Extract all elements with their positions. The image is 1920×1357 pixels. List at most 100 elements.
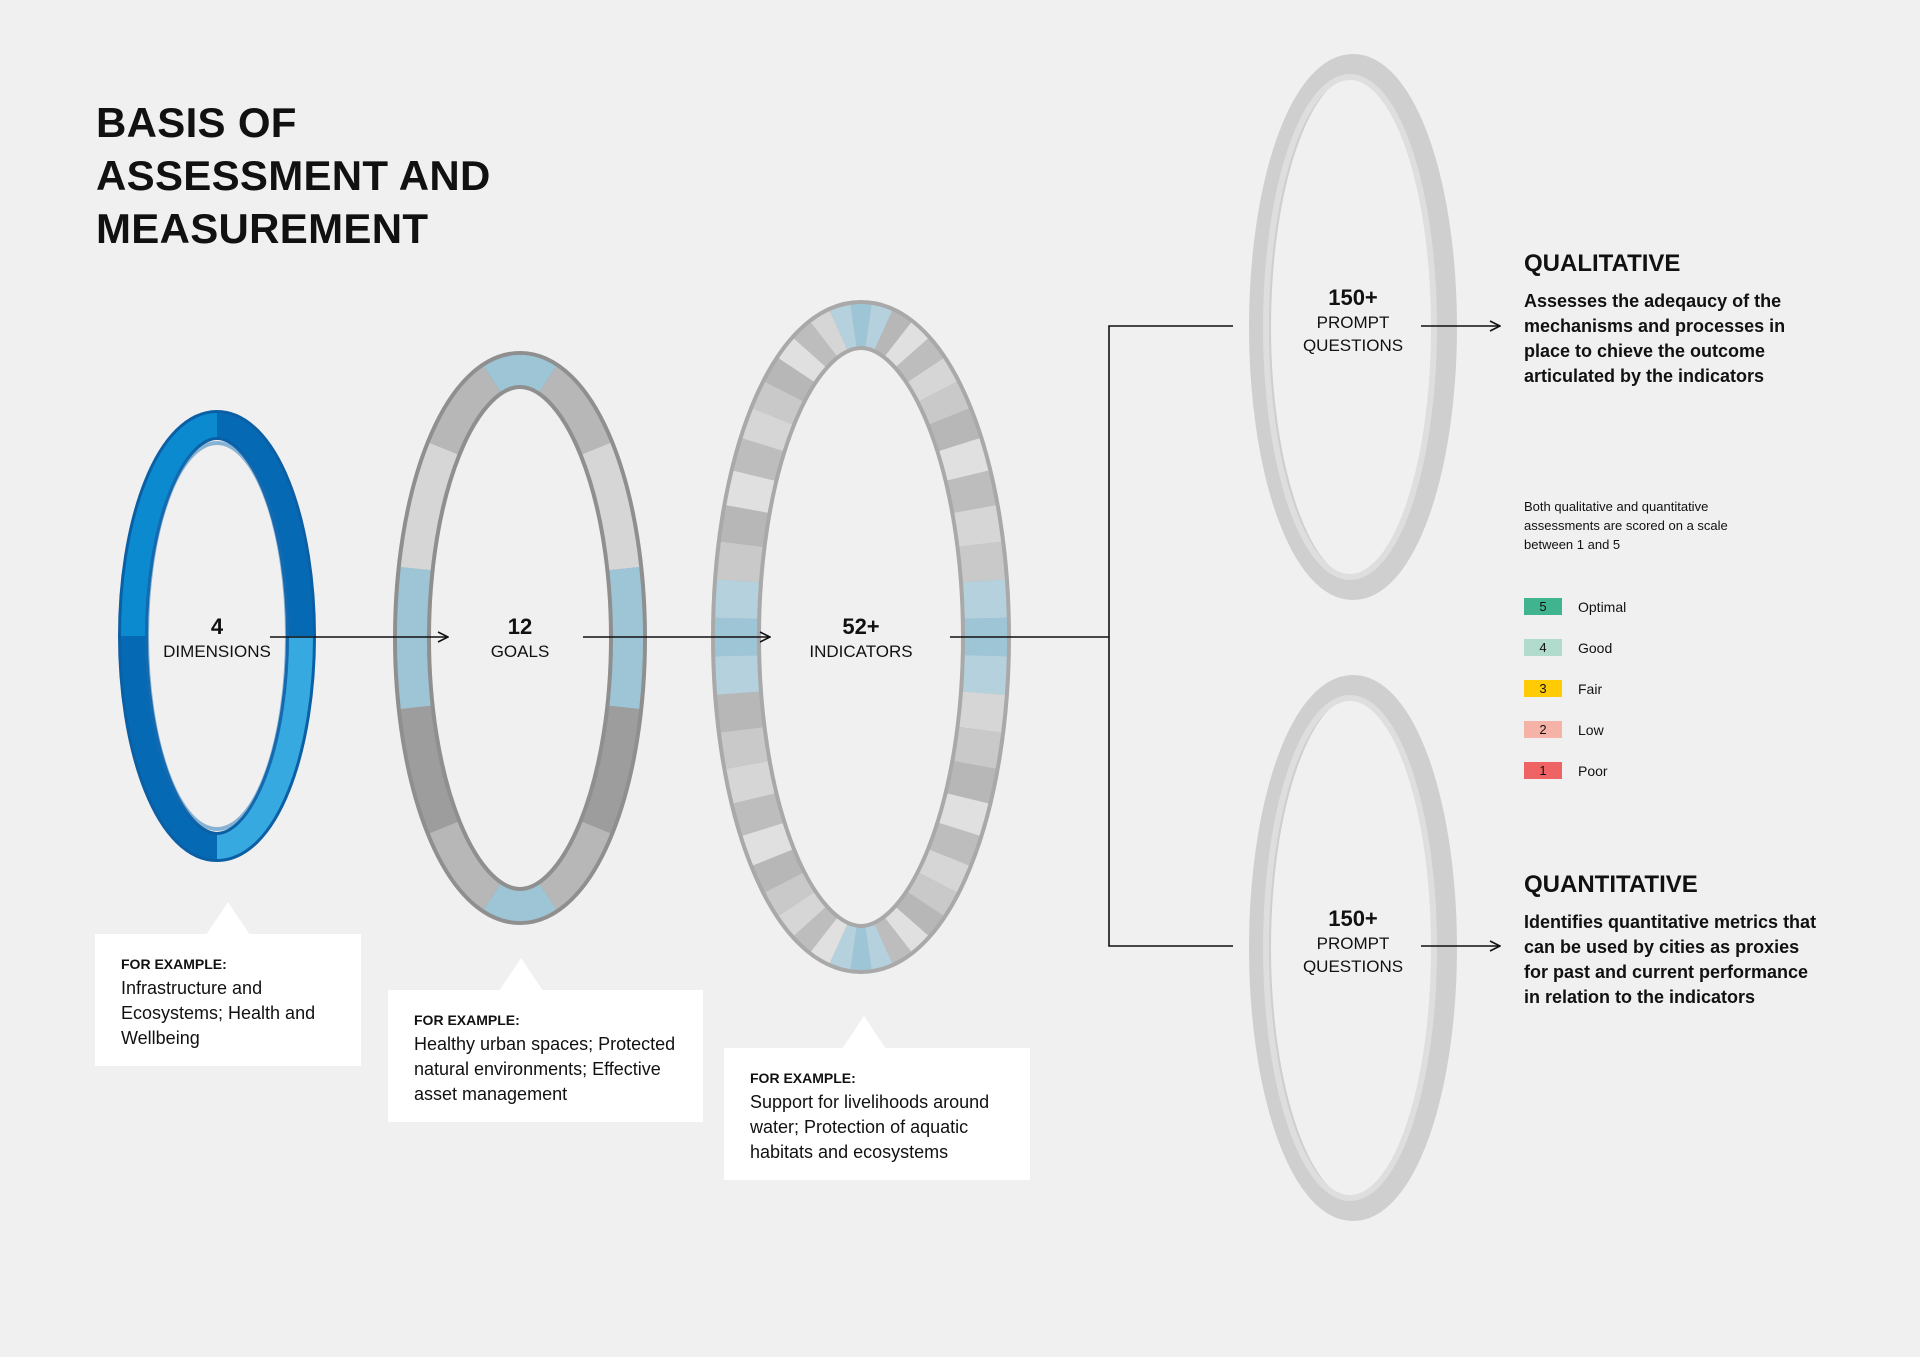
dimensions-label: 4 DIMENSIONS: [127, 614, 307, 663]
ring-indicators-segment: [938, 391, 949, 416]
ring-dimensions-segment: [133, 636, 217, 847]
quantitative-prompts-label: 150+ PROMPT QUESTIONS: [1263, 906, 1443, 978]
qualitative-prompts-caption: QUESTIONS: [1263, 334, 1443, 357]
callout-text-line: Healthy urban spaces; Protected: [414, 1032, 677, 1057]
qualitative-heading: QUALITATIVE: [1524, 249, 1844, 279]
qualitative-text-line: Assesses the adeqaucy of the: [1524, 289, 1844, 314]
ring-indicators-segment: [854, 325, 869, 326]
quantitative-text-line: in relation to the indicators: [1524, 985, 1844, 1010]
ring-indicators-segment: [980, 693, 984, 730]
ring-indicators-segment: [912, 353, 925, 371]
legend-label: Fair: [1578, 681, 1602, 697]
ring-indicators-segment: [968, 765, 975, 798]
callout-text-line: Support for livelihoods around: [750, 1090, 1004, 1115]
callout-text-line: habitats and ecosystems: [750, 1140, 1004, 1165]
ring-indicators-segment: [754, 445, 763, 476]
quantitative-prompts-count: 150+: [1263, 906, 1443, 932]
ring-indicators-segment: [824, 330, 839, 339]
ring-indicators-segment: [773, 858, 784, 883]
connector-branch-vertical: [1109, 326, 1233, 946]
callout-text-line: asset management: [414, 1082, 677, 1107]
ring-dimensions-segment: [217, 425, 301, 636]
ring-indicators-segment: [747, 476, 754, 509]
dimensions-caption: DIMENSIONS: [127, 640, 307, 663]
goals-caption: GOALS: [430, 640, 610, 663]
qualitative-prompts-count: 150+: [1263, 285, 1443, 311]
qualitative-block: QUALITATIVE Assesses the adeqaucy of the…: [1524, 249, 1844, 389]
ring-indicators-segment: [742, 730, 747, 765]
ring-indicators-segment: [926, 883, 938, 904]
ring-goals-segment: [624, 569, 628, 708]
ring-indicators-segment: [968, 476, 975, 509]
ring-goals-segment: [412, 569, 416, 708]
ring-indicators-segment: [763, 416, 773, 444]
ring-indicators-segment: [884, 935, 899, 944]
ring-dimensions-segment: [133, 425, 217, 636]
goals-example-callout: FOR EXAMPLE: Healthy urban spaces; Prote…: [388, 990, 703, 1122]
qualitative-text-line: articulated by the indicators: [1524, 364, 1844, 389]
dimensions-example-callout: FOR EXAMPLE: Infrastructure and Ecosyste…: [95, 934, 361, 1066]
ring-indicators-segment: [926, 370, 938, 391]
legend-item: 3Fair: [1524, 668, 1626, 709]
ring-indicators-segment: [854, 948, 869, 949]
ring-indicators-segment: [796, 353, 809, 371]
callout-text-line: Infrastructure and: [121, 976, 335, 1001]
legend-label: Good: [1578, 640, 1612, 656]
ring-indicators-segment: [736, 656, 738, 693]
callout-label: FOR EXAMPLE:: [121, 954, 335, 974]
quantitative-block: QUANTITATIVE Identifies quantitative met…: [1524, 870, 1844, 1010]
callout-text-line: Wellbeing: [121, 1026, 335, 1051]
ring-indicators-segment: [869, 326, 884, 331]
legend-swatch: 1: [1524, 762, 1562, 779]
quantitative-text-line: for past and current performance: [1524, 960, 1844, 985]
ring-indicators-segment: [736, 581, 738, 618]
page-title: BASIS OF ASSESSMENT AND MEASUREMENT: [96, 96, 616, 255]
ring-indicators-segment: [810, 922, 824, 935]
legend-item: 2Low: [1524, 709, 1626, 750]
quantitative-heading: QUANTITATIVE: [1524, 870, 1844, 900]
scale-note: Both qualitative and quantitative assess…: [1524, 497, 1764, 554]
legend-swatch: 5: [1524, 598, 1562, 615]
ring-indicators-segment: [763, 829, 773, 857]
ring-indicators-segment: [949, 416, 959, 444]
goals-label: 12 GOALS: [430, 614, 610, 663]
ring-indicators-segment: [839, 944, 854, 949]
legend-label: Optimal: [1578, 599, 1626, 615]
ring-indicators-segment: [975, 730, 980, 765]
indicators-caption: INDICATORS: [771, 640, 951, 663]
ring-indicators-segment: [754, 798, 763, 829]
ring-indicators-segment: [738, 693, 742, 730]
ring-indicators-segment: [824, 935, 839, 944]
ring-indicators-segment: [738, 544, 742, 581]
quantitative-prompts-caption: QUESTIONS: [1263, 955, 1443, 978]
ring-indicators-segment: [898, 922, 912, 935]
indicators-label: 52+ INDICATORS: [771, 614, 951, 663]
dimensions-count: 4: [127, 614, 307, 640]
quantitative-text-line: can be used by cities as proxies: [1524, 935, 1844, 960]
ring-goals-segment: [492, 370, 548, 379]
qualitative-prompts-label: 150+ PROMPT QUESTIONS: [1263, 285, 1443, 357]
goals-count: 12: [430, 614, 610, 640]
callout-label: FOR EXAMPLE:: [750, 1068, 1004, 1088]
ring-indicators-segment: [975, 509, 980, 544]
ring-indicators-segment: [796, 904, 809, 922]
legend-label: Low: [1578, 722, 1604, 738]
ring-dimensions-segment: [217, 636, 301, 847]
ring-indicators-segment: [747, 765, 754, 798]
page-title-line: ASSESSMENT AND: [96, 149, 616, 202]
legend-item: 5 Optimal: [1524, 586, 1626, 627]
indicators-example-callout: FOR EXAMPLE: Support for livelihoods aro…: [724, 1048, 1030, 1180]
ring-indicators-segment: [784, 883, 796, 904]
ring-indicators-segment: [980, 544, 984, 581]
callout-text-line: water; Protection of aquatic: [750, 1115, 1004, 1140]
scale-note-line: between 1 and 5: [1524, 535, 1764, 554]
callout-text-line: natural environments; Effective: [414, 1057, 677, 1082]
ring-indicators-segment: [884, 330, 899, 339]
qualitative-prompts-caption: PROMPT: [1263, 311, 1443, 334]
ring-indicators-segment: [839, 326, 854, 331]
ring-indicators-segment: [959, 798, 968, 829]
callout-text-line: Ecosystems; Health and: [121, 1001, 335, 1026]
